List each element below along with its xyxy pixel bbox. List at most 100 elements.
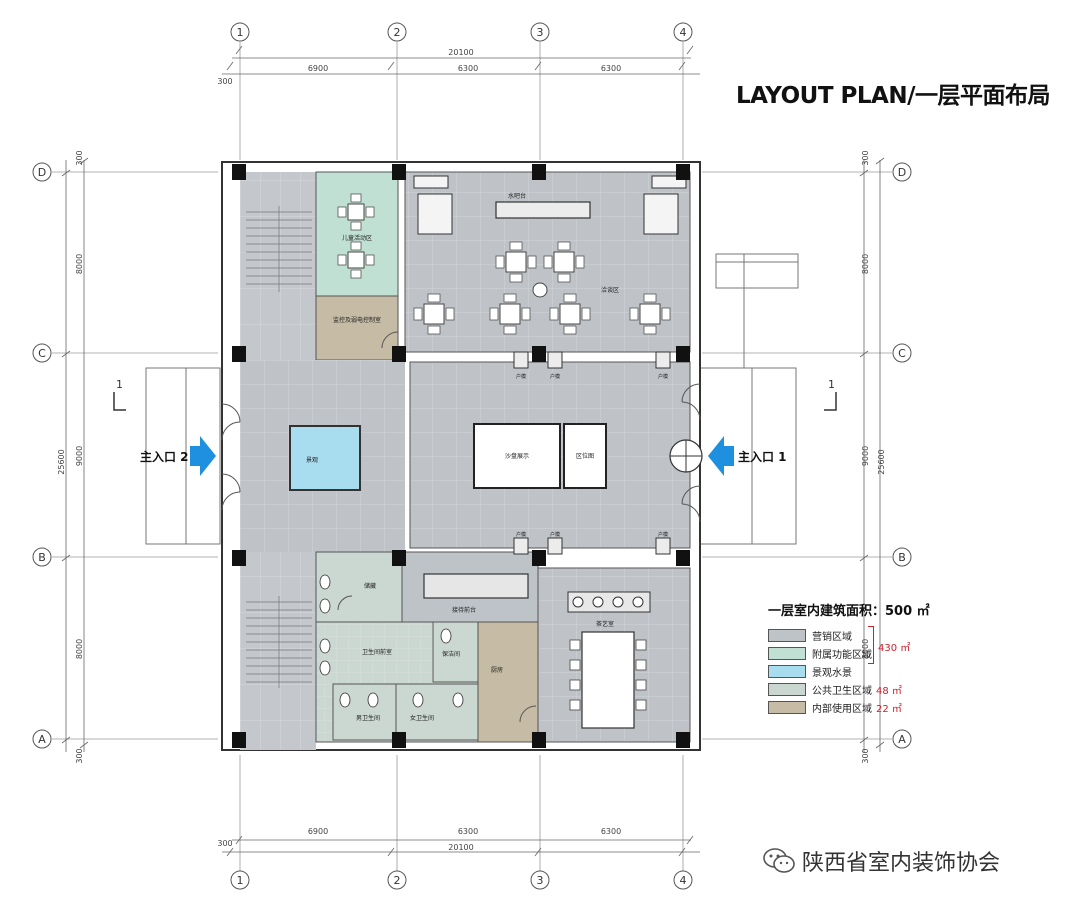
monitor-room	[315, 295, 399, 361]
room-label-restroom-front: 卫生间前室	[362, 648, 392, 656]
section-marks	[113, 392, 837, 411]
dim-left-seg-3: 8000	[75, 639, 84, 659]
legend-row: 营销区域	[768, 627, 988, 643]
axis-label-col-4-bottom: 4	[680, 874, 687, 887]
dim-left-edge-bottom: 300	[75, 748, 84, 763]
axis-label-row-d-right: D	[898, 166, 906, 179]
legend-area: 48 ㎡	[876, 685, 902, 697]
axis-label-col-1-bottom: 1	[237, 874, 244, 887]
tea-chairs	[569, 639, 647, 711]
room-label-sand-table: 沙盘展示	[505, 452, 529, 460]
dim-right-seg-3: 8000	[861, 639, 870, 659]
female-wc	[395, 683, 479, 741]
model-label: 户模	[550, 373, 560, 380]
axis-label-col-3-bottom: 3	[537, 874, 544, 887]
dim-bottom-edge: 300	[217, 839, 232, 848]
water-bar	[495, 201, 591, 219]
room-label-female-wc: 女卫生间	[410, 714, 434, 722]
room-label-water-bar: 水吧台	[508, 192, 526, 200]
grid-bubbles	[32, 22, 912, 890]
dim-top-seg-1: 6900	[308, 64, 328, 73]
dim-right-total: 25600	[877, 449, 886, 474]
dim-right-seg-2: 9000	[861, 446, 870, 466]
dim-left-seg-1: 8000	[75, 254, 84, 274]
room-label-tea-room: 茶艺室	[596, 620, 614, 628]
model-label: 户模	[516, 373, 526, 380]
structural-columns	[232, 164, 690, 748]
room-label-negotiation: 洽谈区	[601, 286, 619, 294]
dim-bottom-seg-2: 6300	[458, 827, 478, 836]
male-wc	[332, 683, 397, 741]
reception-counter	[423, 573, 529, 599]
negotiation-chairs	[337, 193, 671, 335]
dim-right-edge-top: 300	[861, 150, 870, 165]
room-label-monitor-room: 监控及弱电控制室	[333, 316, 381, 324]
door-swings	[221, 331, 701, 723]
legend-swatch	[768, 646, 806, 660]
model-label: 户模	[658, 373, 668, 380]
dim-bottom-seg-3: 6300	[601, 827, 621, 836]
watermark-text: 陕西省室内装饰协会	[802, 851, 1001, 876]
model-label: 户模	[516, 531, 526, 538]
entrance-arrow-1	[708, 436, 734, 476]
model-label: 户模	[658, 531, 668, 538]
legend-row: 附属功能区域	[768, 645, 988, 661]
entrance-arrow-2	[190, 436, 216, 476]
legend-swatch	[768, 628, 806, 642]
axis-label-row-a-right: A	[898, 733, 906, 746]
section-mark-right: 1	[828, 378, 835, 391]
toilet-fixtures	[319, 574, 464, 708]
lounge-sofa-right	[643, 193, 679, 235]
legend-swatch	[768, 664, 806, 678]
tea-counter	[567, 591, 651, 613]
tea-sinks	[572, 596, 644, 608]
room-label-storage: 储藏	[364, 582, 376, 590]
legend-label: 景观水景	[812, 667, 852, 679]
kitchen	[477, 621, 539, 743]
legend-swatch	[768, 682, 806, 696]
dim-left-edge-top: 300	[75, 150, 84, 165]
legend-bracket-area: 430 ㎡	[878, 643, 911, 654]
lounge-sofa-left	[417, 193, 453, 235]
stair-treads-bottom	[246, 596, 312, 688]
dimension-lines	[61, 45, 885, 857]
axis-lines	[52, 42, 892, 872]
area-legend: 一层室内建筑面积：500 ㎡ 营销区域 附属功能区域 景观水景 公共卫生区域 4…	[768, 600, 988, 717]
entrance-label-2: 主入口 2	[140, 449, 189, 464]
wechat-icon	[763, 848, 795, 873]
dim-left-total: 25600	[57, 449, 66, 474]
axis-label-col-1-top: 1	[237, 26, 244, 39]
room-label-mop-room: 保洁间	[442, 650, 460, 658]
legend-area: 22 ㎡	[876, 703, 902, 715]
stair-treads-top	[246, 206, 312, 292]
legend-label: 营销区域	[812, 631, 852, 643]
room-label-location-map: 区位图	[576, 452, 594, 460]
room-label-kitchen: 厨房	[491, 666, 503, 674]
mop-room	[432, 621, 479, 683]
model-label: 户模	[550, 531, 560, 538]
location-map	[563, 423, 607, 489]
negotiation-tables	[347, 203, 661, 325]
dim-bottom-total: 20100	[448, 843, 473, 852]
dim-top-total: 20100	[448, 48, 473, 57]
dim-top-seg-3: 6300	[601, 64, 621, 73]
watermark: 陕西省室内装饰协会	[762, 845, 1000, 877]
axis-label-col-3-top: 3	[537, 26, 544, 39]
axis-label-col-4-top: 4	[680, 26, 687, 39]
unit-model-boxes	[513, 351, 671, 555]
legend-bracket	[868, 626, 874, 664]
axis-label-col-2-top: 2	[394, 26, 401, 39]
legend-swatch	[768, 700, 806, 714]
axis-label-row-d-left: D	[38, 166, 46, 179]
legend-label: 附属功能区域	[812, 649, 872, 661]
room-label-reception: 接待前台	[452, 606, 476, 614]
dim-left-seg-2: 9000	[75, 446, 84, 466]
sofa-top-left	[413, 175, 449, 189]
legend-row: 公共卫生区域 48 ㎡	[768, 681, 988, 697]
dim-top-seg-2: 6300	[458, 64, 478, 73]
landscape-pool	[289, 425, 361, 491]
dim-right-edge-bottom: 300	[861, 748, 870, 763]
entrance-label-1: 主入口 1	[738, 449, 787, 464]
axis-label-row-b-left: B	[38, 551, 46, 564]
room-label-landscape: 景观	[306, 457, 318, 464]
